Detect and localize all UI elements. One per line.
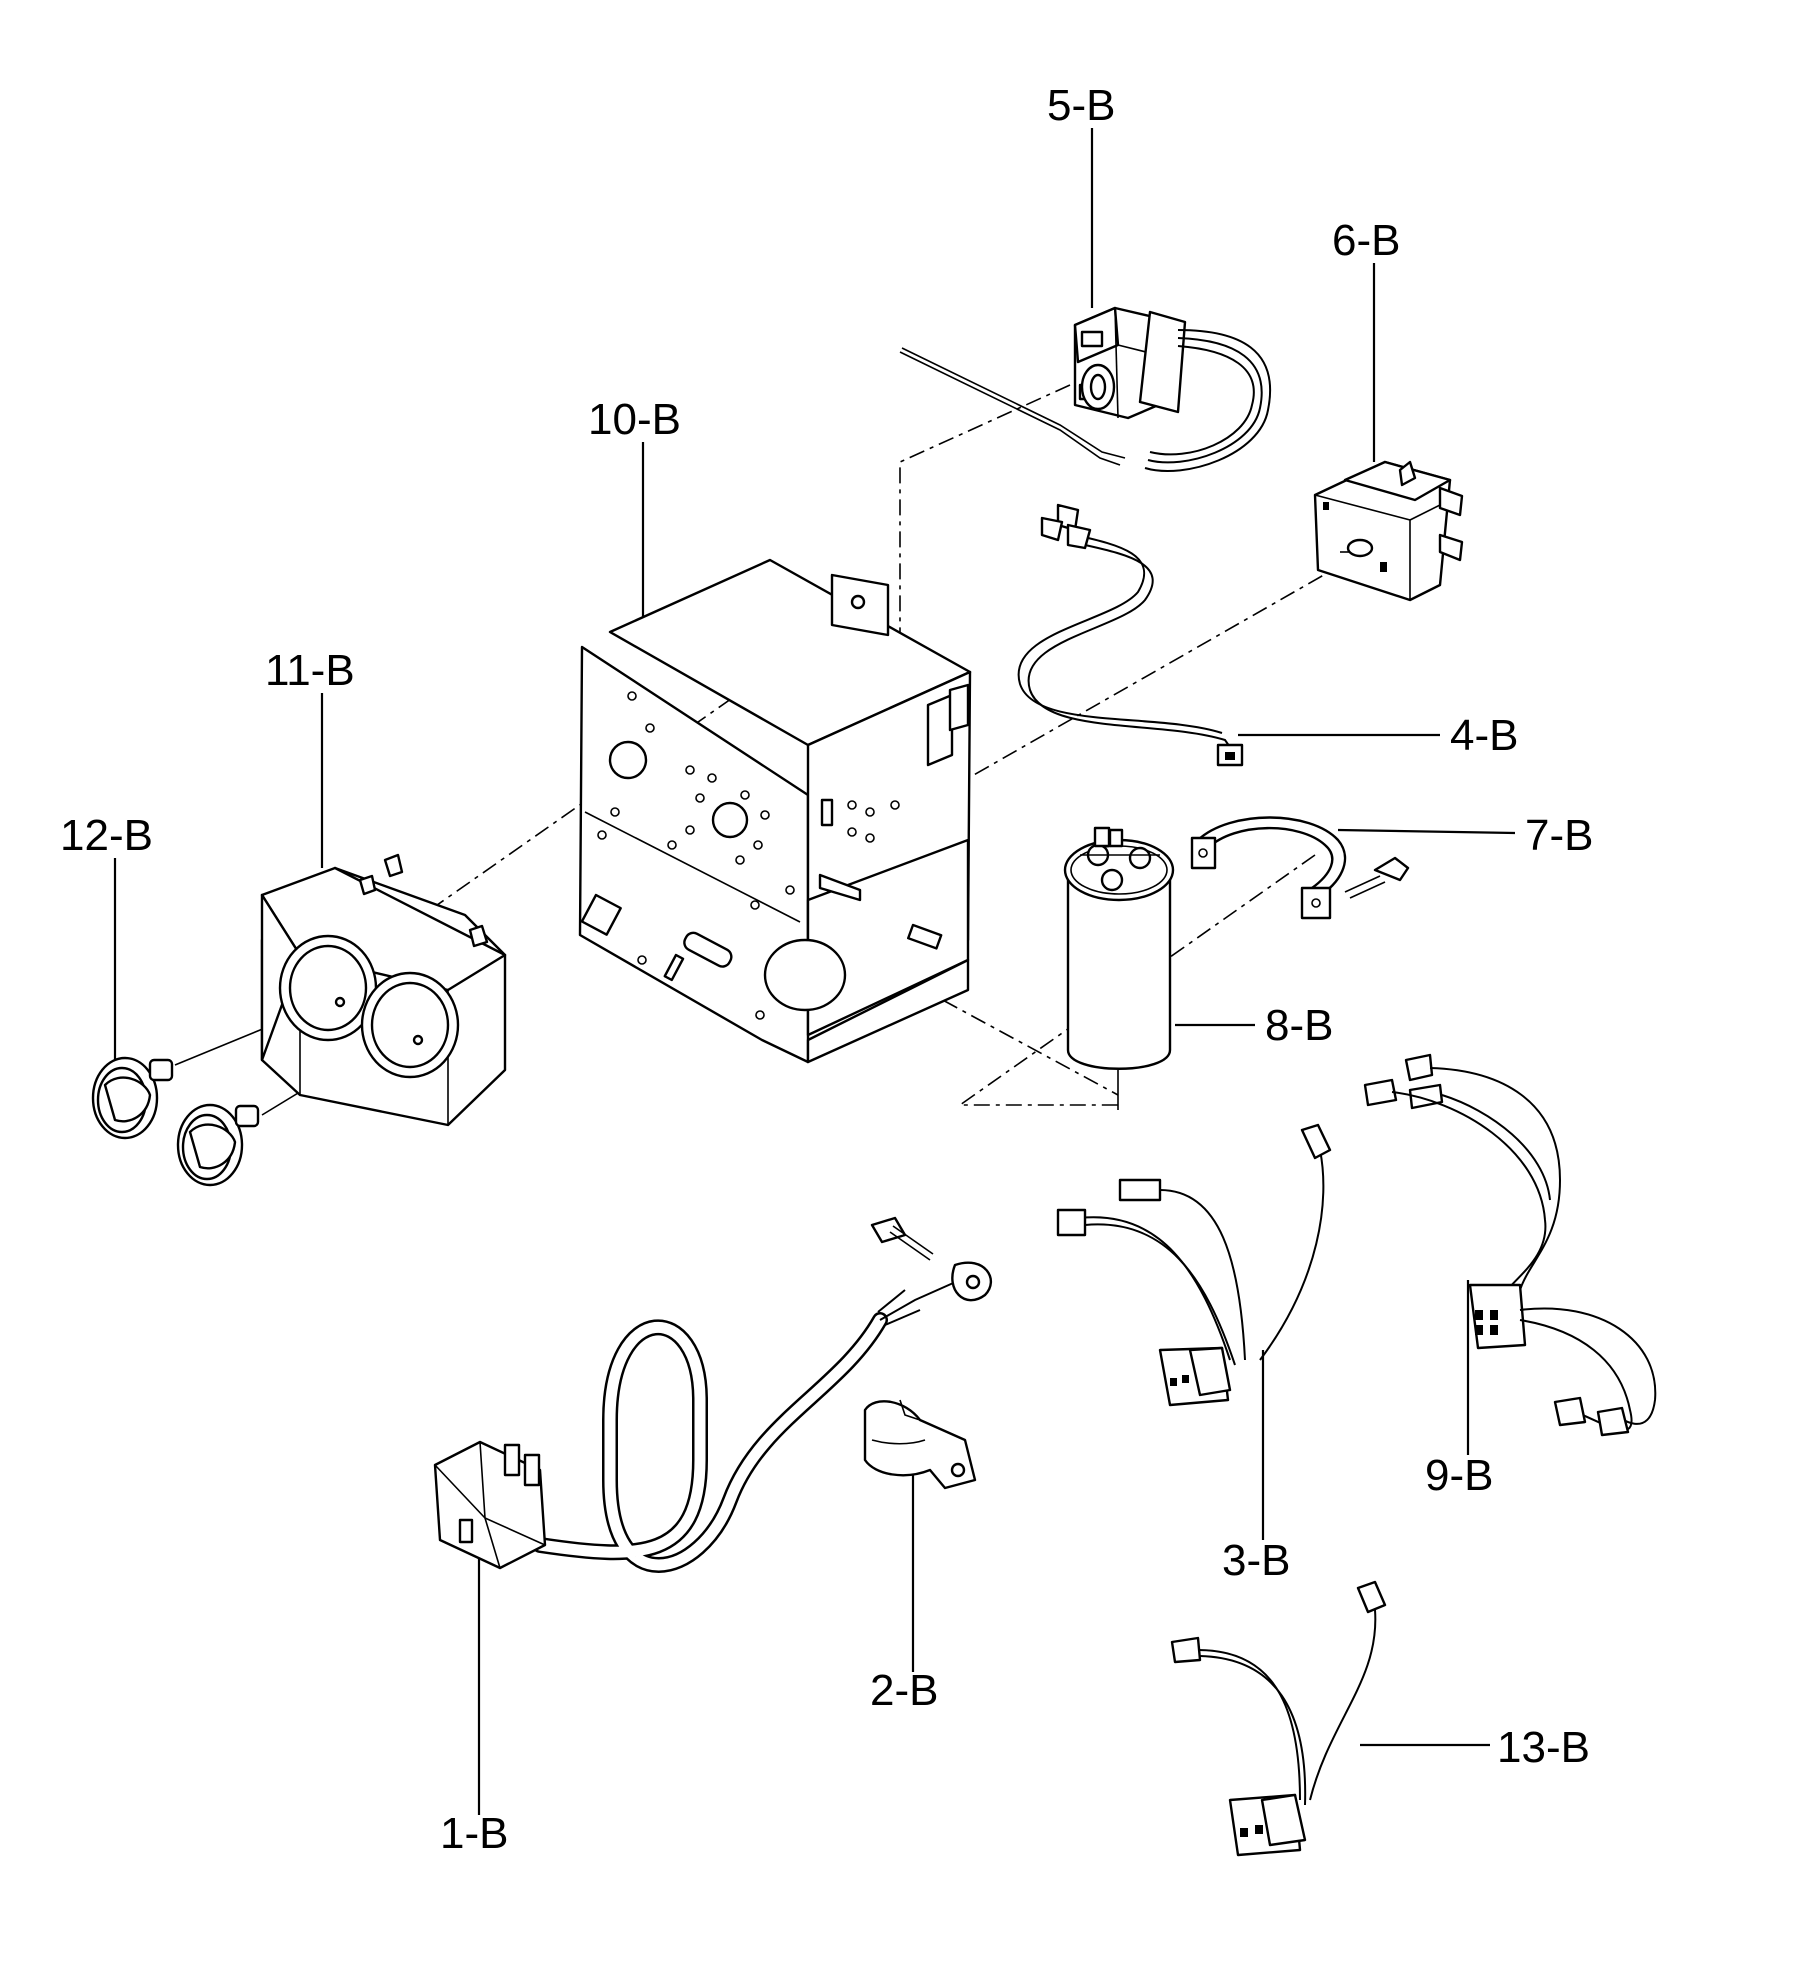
wire-harness-4b — [1017, 503, 1244, 767]
callout-label-10b: 10-B — [588, 395, 681, 444]
callout-label-3b: 3-B — [1222, 1536, 1290, 1585]
chassis-bracket-10b — [578, 558, 972, 1064]
callout-label-4b: 4-B — [1450, 711, 1518, 760]
callout-label-12b: 12-B — [60, 811, 153, 860]
callout-label-7b: 7-B — [1525, 811, 1593, 860]
callout-label-6b: 6-B — [1332, 216, 1400, 265]
callout-label-1b: 1-B — [440, 1809, 508, 1858]
capacitor-8b — [1063, 826, 1175, 1070]
control-knobs-12b — [91, 1056, 260, 1187]
callout-label-2b: 2-B — [870, 1666, 938, 1715]
callout-label-8b: 8-B — [1265, 1001, 1333, 1050]
rotary-switch-6b — [1313, 460, 1464, 602]
control-panel-11b — [260, 853, 507, 1127]
callout-label-9b: 9-B — [1425, 1451, 1493, 1500]
callout-label-13b: 13-B — [1497, 1723, 1590, 1772]
wire-harness-13b — [1170, 1580, 1387, 1857]
callout-label-5b: 5-B — [1047, 81, 1115, 130]
wire-harness-9b — [1363, 1053, 1657, 1437]
callout-label-11b: 11-B — [265, 646, 355, 695]
leader-lines — [113, 128, 1516, 1815]
cord-clamp-2b — [863, 1399, 977, 1490]
capacitor-clamp-7b — [1190, 816, 1410, 920]
thermostat-switch-5b — [899, 306, 1271, 472]
power-cord-1b — [433, 1216, 993, 1573]
wire-harness-3b — [1056, 1123, 1332, 1407]
